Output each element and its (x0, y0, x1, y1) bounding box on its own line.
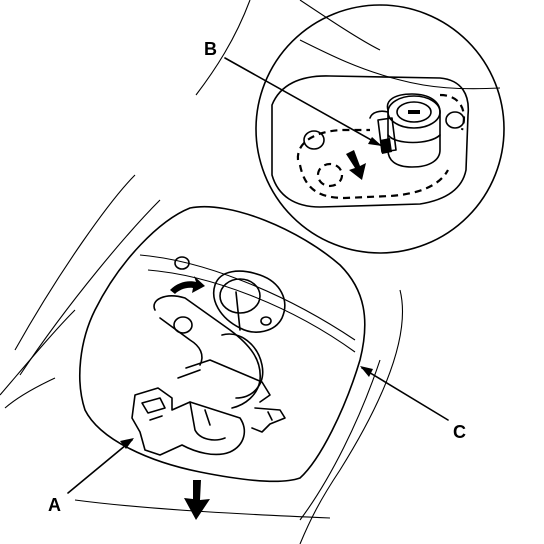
push-arrow-icon (346, 150, 366, 180)
connector-housing (131, 387, 286, 456)
detail-magnifier (255, 4, 505, 254)
leader-lines (67, 57, 449, 494)
callout-c: C (453, 422, 466, 442)
rotate-arrow-icon (170, 276, 205, 294)
ignition-cylinder-detail (369, 93, 441, 168)
lock-cylinder-assembly (153, 291, 271, 409)
mounting-holes (174, 256, 286, 333)
body-panel-lines (0, 0, 403, 544)
callout-b: B (204, 39, 217, 59)
down-arrow-icon (184, 480, 210, 520)
recess-panel (79, 206, 366, 483)
callout-a: A (48, 495, 61, 515)
